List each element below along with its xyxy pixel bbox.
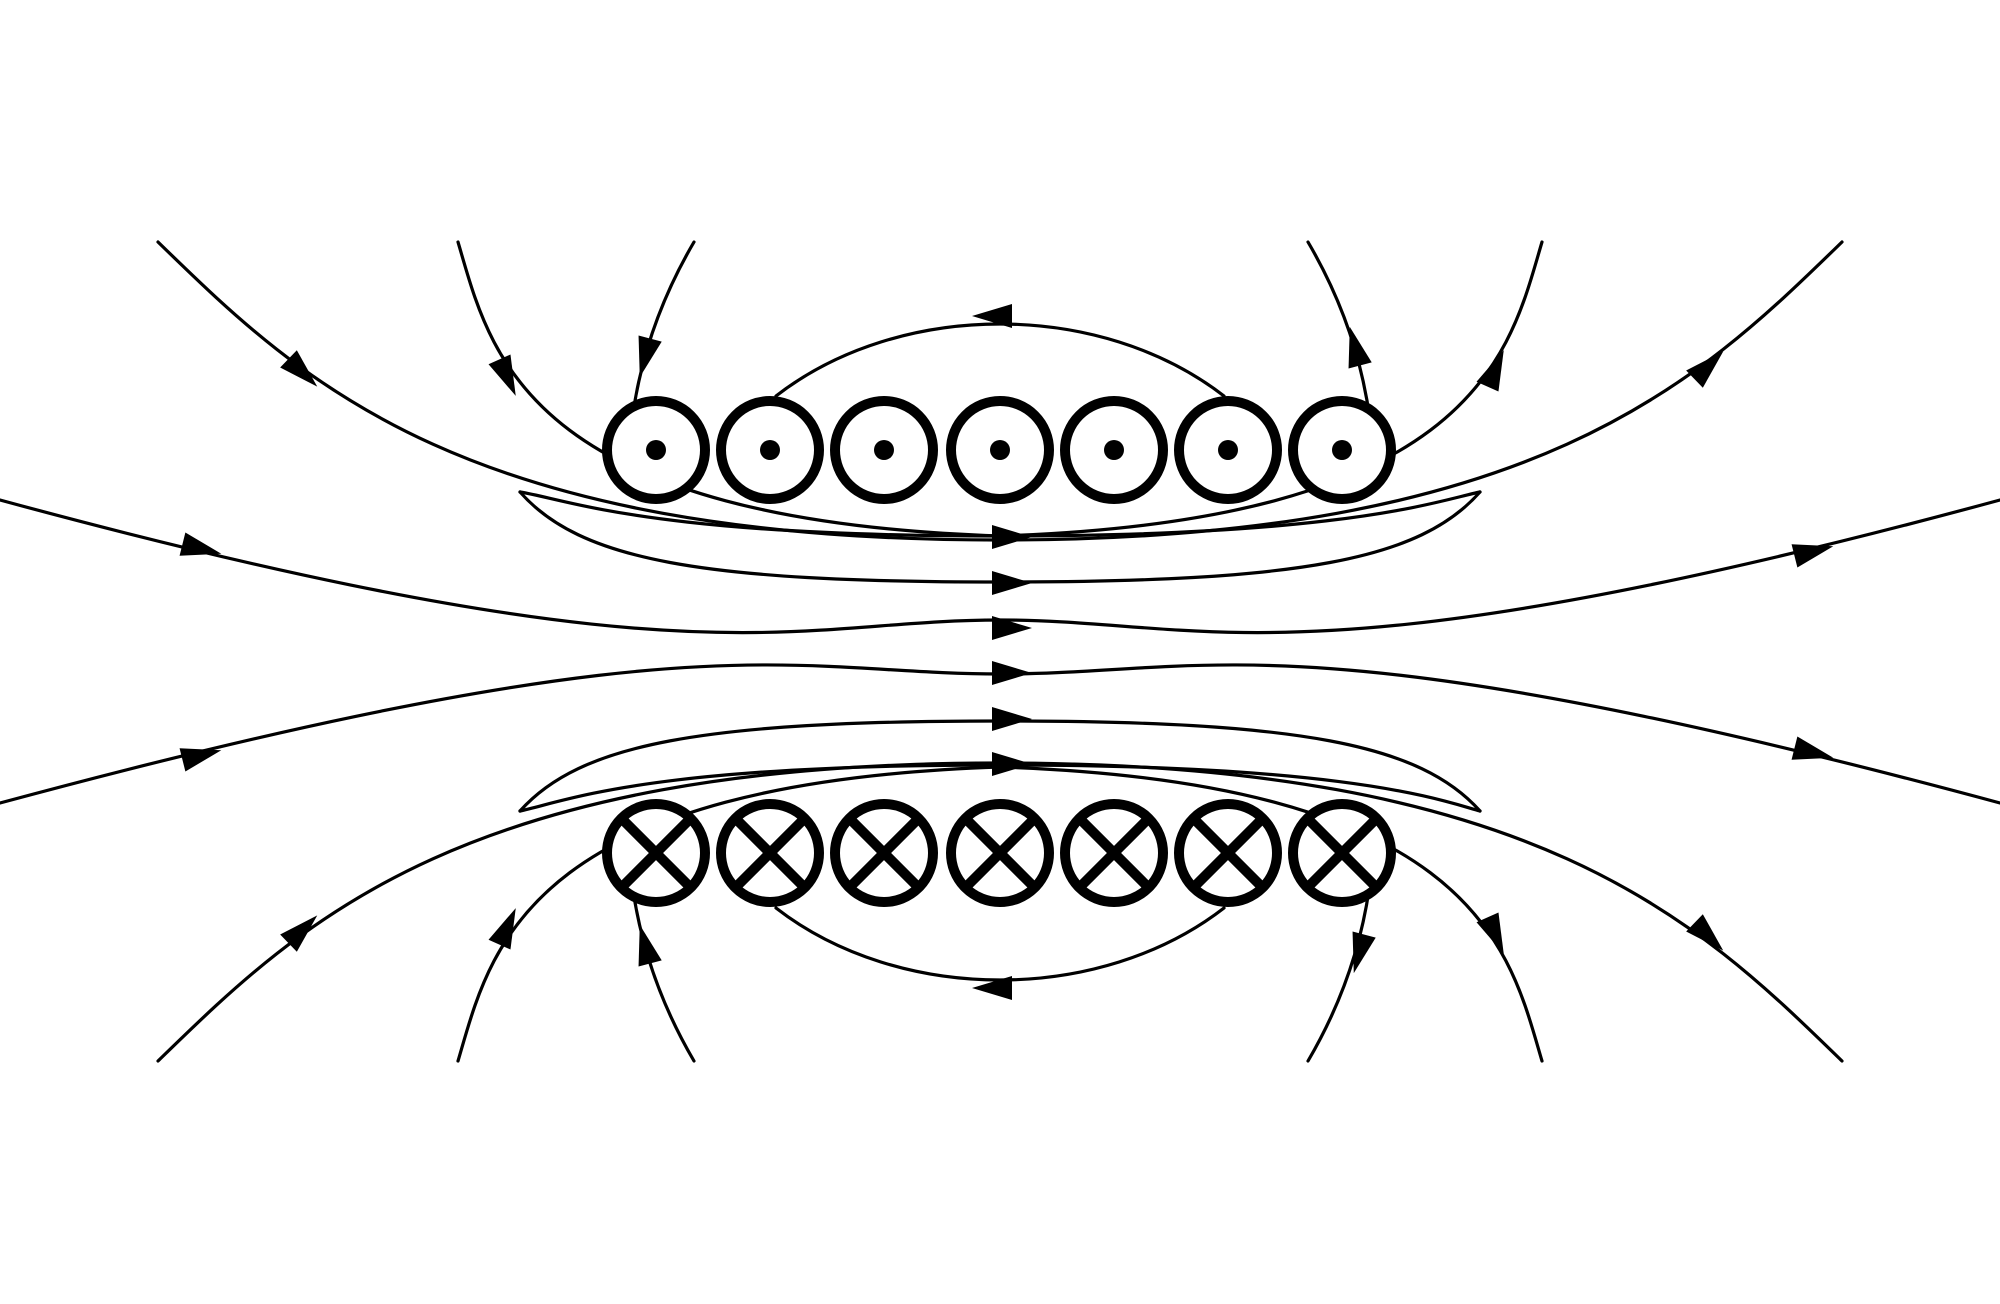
- field-direction-arrows: [179, 304, 1834, 1000]
- conductor-out-4: [946, 396, 1054, 504]
- conductor-in-7: [1288, 799, 1396, 907]
- cross-icon: [732, 815, 808, 891]
- conductor-in-1: [602, 799, 710, 907]
- arrow-center-2: [992, 571, 1032, 595]
- arrow-upper-right-hook: [1348, 326, 1372, 369]
- dot-icon: [1332, 440, 1352, 460]
- conductor-in-4: [946, 799, 1054, 907]
- field-line-lower-left-outer: [156, 761, 1002, 1063]
- cross-icon: [962, 815, 1038, 891]
- conductor-out-5: [1060, 396, 1168, 504]
- field-line-upper-left-hook: [630, 240, 696, 422]
- bottom-conductor-row: [602, 799, 1396, 907]
- field-line-lower-right-hook: [1306, 881, 1372, 1063]
- dot-icon: [646, 440, 666, 460]
- field-line-lower-left-mid: [456, 765, 1002, 1063]
- cross-icon: [1304, 815, 1380, 891]
- conductor-in-6: [1174, 799, 1282, 907]
- dot-icon: [1104, 440, 1124, 460]
- cross-icon: [846, 815, 922, 891]
- dot-icon: [1218, 440, 1238, 460]
- arrow-upper-right-outer: [1686, 351, 1724, 388]
- field-line-inner-2: [0, 663, 2000, 805]
- field-line-lower-right-outer: [998, 761, 1844, 1063]
- cross-icon: [1076, 815, 1152, 891]
- conductor-in-5: [1060, 799, 1168, 907]
- conductor-out-3: [830, 396, 938, 504]
- field-line-lower-right-mid: [998, 765, 1544, 1063]
- field-line-upper-left-mid: [456, 240, 1002, 538]
- cross-icon: [618, 815, 694, 891]
- dot-icon: [874, 440, 894, 460]
- conductor-out-6: [1174, 396, 1282, 504]
- conductor-out-2: [716, 396, 824, 504]
- arrow-right-upper: [1791, 544, 1834, 568]
- field-line-upper-right-outer: [998, 240, 1844, 542]
- field-line-lower-left-hook: [630, 881, 696, 1063]
- arrow-center-4: [992, 661, 1032, 685]
- field-line-inner-1: [0, 498, 2000, 635]
- field-line-upper-right-mid: [998, 240, 1544, 538]
- arrow-lower-right-mid: [1476, 912, 1504, 954]
- conductor-in-3: [830, 799, 938, 907]
- arrow-lower-right-hook: [1352, 931, 1376, 974]
- arrow-upper-left-outer: [280, 350, 318, 387]
- dot-icon: [760, 440, 780, 460]
- cross-icon: [1190, 815, 1266, 891]
- arrow-upper-left-mid: [488, 354, 516, 396]
- field-line-bottom-return: [774, 906, 1226, 982]
- arrow-center-5: [992, 707, 1032, 731]
- conductor-out-1: [602, 396, 710, 504]
- conductor-out-7: [1288, 396, 1396, 504]
- field-line-top-return: [774, 322, 1226, 398]
- arrow-center-3: [992, 616, 1032, 640]
- arrow-center-1: [992, 525, 1032, 549]
- arrow-left-lower: [179, 748, 222, 772]
- conductor-in-2: [716, 799, 824, 907]
- arrow-center-6: [992, 752, 1032, 776]
- arrow-lower-left-hook: [638, 924, 662, 967]
- arrow-upper-left-hook: [638, 335, 662, 378]
- arrow-right-lower: [1791, 736, 1834, 760]
- arrow-lower-left-outer: [280, 915, 318, 952]
- arrow-lower-left-mid: [488, 908, 516, 950]
- arrow-lower-right-outer: [1686, 914, 1724, 951]
- arrow-bottom-return: [972, 976, 1012, 1000]
- field-line-upper-left-outer: [156, 240, 1002, 542]
- field-line-upper-right-hook: [1306, 240, 1372, 422]
- arrow-left-upper: [179, 532, 222, 556]
- dot-icon: [990, 440, 1010, 460]
- arrow-upper-right-mid: [1476, 350, 1504, 392]
- top-conductor-row: [602, 396, 1396, 504]
- arrow-top-return: [972, 304, 1012, 328]
